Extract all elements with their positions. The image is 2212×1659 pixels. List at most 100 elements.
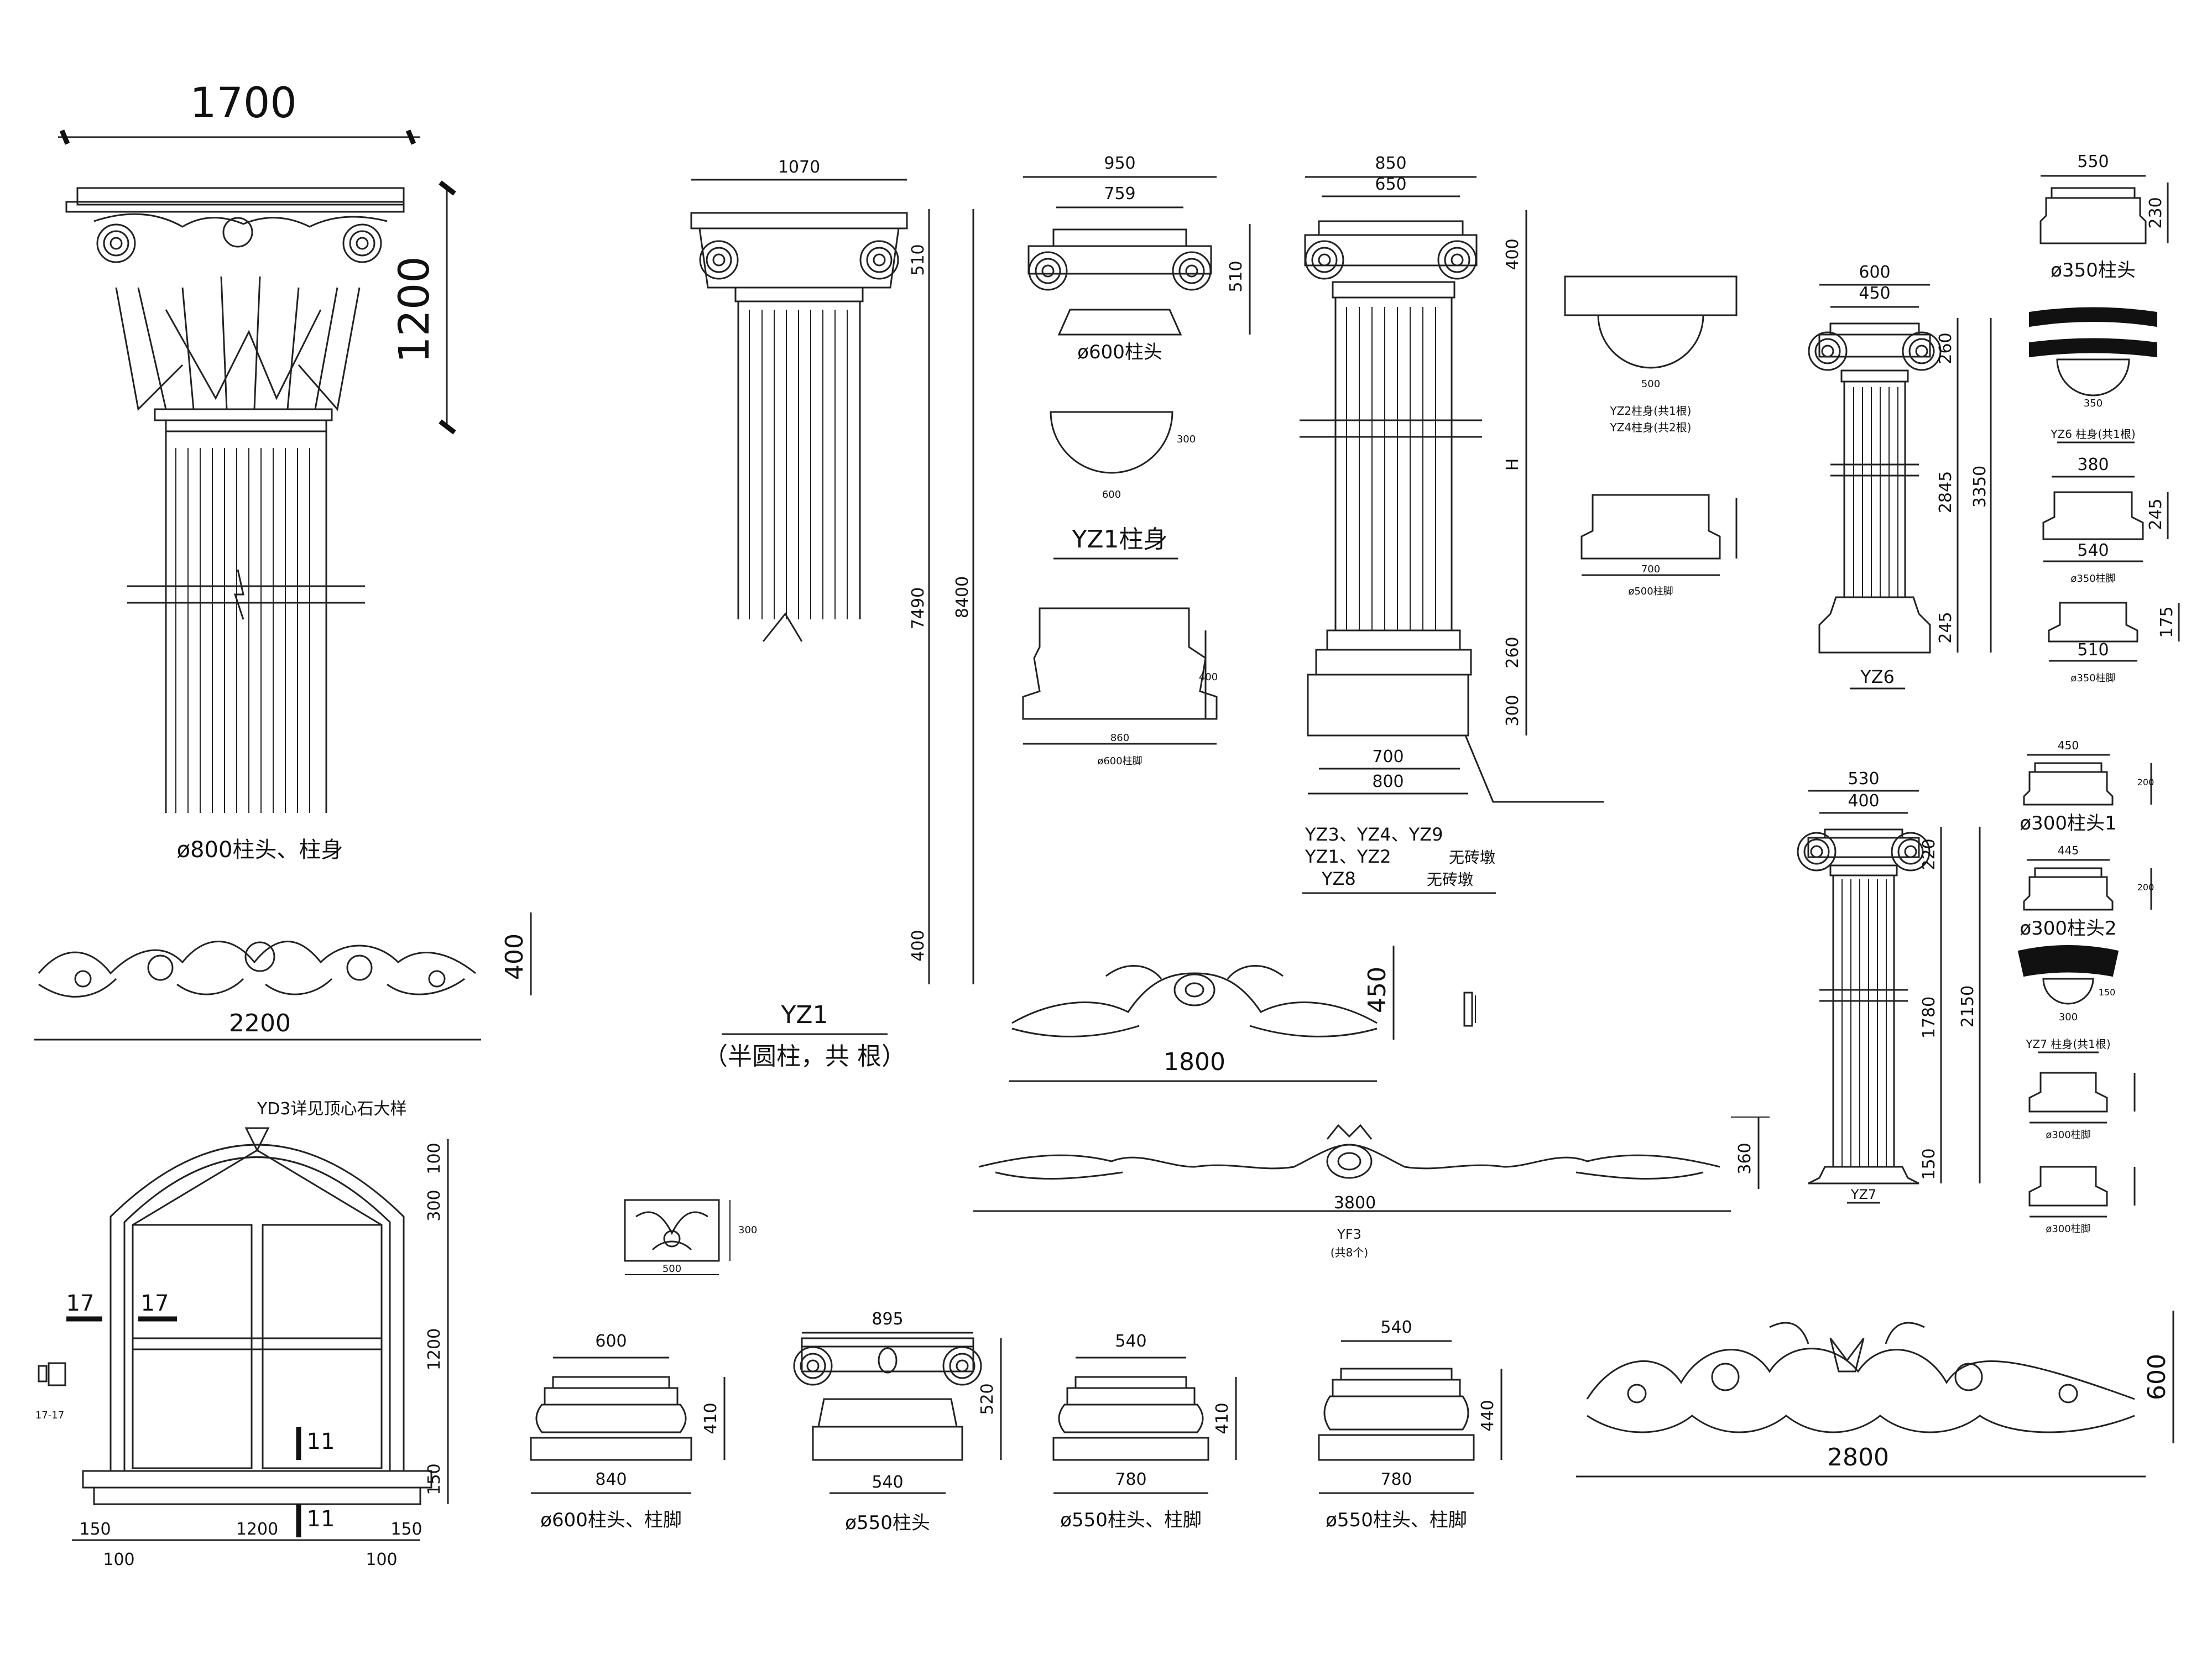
- dim-220: 220: [1919, 838, 1939, 870]
- ornament-2800: 2800 600: [1576, 1311, 2174, 1478]
- dim-540-phi350: 540: [2077, 541, 2109, 560]
- caption-phi350-cap: ø350柱头: [2051, 259, 2136, 281]
- label-yz1-body: YZ1柱身: [1071, 525, 1167, 554]
- arched-window: YD3详见顶心石大样 17 17 11 11 17-17 100 300 120…: [35, 1099, 449, 1569]
- dim-550: 550: [2077, 152, 2109, 171]
- label-yz4-body: YZ4柱身(共2根): [1610, 421, 1692, 434]
- dim-1800: 1800: [1164, 1048, 1225, 1076]
- yz6-column: 600 450 260 2845 3350 245 YZ6: [1808, 263, 1992, 690]
- dim-300-panel: 300: [738, 1224, 757, 1236]
- dim-2800: 2800: [1827, 1443, 1889, 1472]
- caption-phi550-cap-foot-1: ø550柱头、柱脚: [1060, 1509, 1202, 1531]
- dim-300-yz3: 300: [1503, 695, 1522, 726]
- dim-200-b: 200: [2137, 882, 2154, 893]
- phi550-capital: 895 520 540 ø550柱头: [793, 1310, 1002, 1534]
- label-yz1: YZ1: [780, 1001, 828, 1029]
- dim-245-phi350: 245: [2146, 498, 2166, 530]
- dim-H: H: [1503, 458, 1522, 471]
- dim-780-a: 780: [1115, 1470, 1146, 1489]
- label-yz2-body: YZ2柱身(共1根): [1610, 404, 1692, 418]
- caption-phi600-cap-foot: ø600柱头、柱脚: [540, 1509, 682, 1531]
- dim-8400: 8400: [953, 576, 972, 618]
- dim-400-yz3: 400: [1503, 238, 1522, 270]
- dim-510-phi350: 510: [2077, 640, 2109, 660]
- dim-950: 950: [1104, 154, 1135, 173]
- label-yz1-yz2: YZ1、YZ2: [1305, 846, 1391, 867]
- dim-400-ornament: 400: [500, 933, 529, 980]
- dim-520: 520: [978, 1383, 997, 1415]
- dim-260-yz6: 260: [1936, 332, 1955, 364]
- phi300-parts: 450 200 ø300柱头1 445 200 ø300柱头2 300 150 …: [2017, 739, 2154, 1235]
- dim-350-small: 350: [2084, 398, 2103, 409]
- section-11-top: 11: [307, 1429, 335, 1454]
- dim-380: 380: [2077, 455, 2109, 474]
- dim-840: 840: [595, 1470, 627, 1489]
- dim-450-yz6: 450: [1859, 284, 1890, 303]
- caption-phi300-cap-1: ø300柱头1: [2020, 812, 2116, 834]
- dim-150-right: 150: [390, 1520, 422, 1539]
- caption-phi300-foot-1: ø300柱脚: [2046, 1129, 2090, 1141]
- dim-175: 175: [2157, 606, 2177, 638]
- dim-400-yz7: 400: [1848, 791, 1879, 811]
- dim-3350: 3350: [1970, 466, 1990, 508]
- dim-100-window: 100: [425, 1142, 444, 1174]
- caption-phi500-foot: ø500柱脚: [1628, 586, 1673, 597]
- dim-100-left: 100: [103, 1550, 134, 1569]
- yz1-half-column: 1070 510 7490 8400 400 YZ1 （半圆柱，共 根）: [690, 158, 974, 1071]
- dim-600-orn: 600: [2143, 1354, 2171, 1400]
- label-yz3-yz4-yz9: YZ3、YZ4、YZ9: [1305, 824, 1443, 845]
- dim-860: 860: [1110, 732, 1129, 744]
- caption-phi600-foot: ø600柱脚: [1097, 755, 1142, 767]
- dim-510-phi600: 510: [1227, 260, 1246, 292]
- dim-410-b: 410: [1213, 1402, 1232, 1434]
- phi550-cap-foot-1: 540 410 780 ø550柱头、柱脚: [1052, 1332, 1237, 1531]
- dim-100-right: 100: [366, 1550, 397, 1569]
- label-yd3: YD3详见顶心石大样: [257, 1099, 407, 1119]
- dim-2845: 2845: [1936, 471, 1955, 513]
- dim-600-yz6: 600: [1859, 263, 1890, 282]
- dim-895: 895: [872, 1310, 903, 1329]
- detail-mark: [1463, 992, 1476, 1027]
- dim-1200-cap: 1200: [389, 256, 439, 363]
- dim-400-yz1: 400: [909, 930, 928, 961]
- dim-150-small: 150: [2099, 987, 2116, 998]
- dim-260-yz3: 260: [1503, 637, 1522, 668]
- phi350-parts: 550 230 ø350柱头 350 YZ6 柱身(共1根) 380 245 5…: [2029, 152, 2180, 684]
- label-yf3-note: (共8个): [1331, 1246, 1368, 1259]
- dim-245-yz6: 245: [1936, 612, 1955, 643]
- caption-phi350-foot-1: ø350柱脚: [2070, 573, 2115, 585]
- dim-200-a: 200: [2137, 777, 2154, 787]
- dim-150-yz7: 150: [1919, 1148, 1939, 1180]
- caption-phi550-cap-foot-2: ø550柱头、柱脚: [1326, 1509, 1467, 1531]
- dim-700-small: 700: [1641, 564, 1660, 575]
- label-yf3: YF3: [1337, 1227, 1361, 1242]
- dim-1700: 1700: [190, 78, 296, 127]
- dim-759: 759: [1104, 184, 1135, 204]
- dim-700-yz3: 700: [1372, 747, 1404, 766]
- corinthian-column-800: 1700 1200 ø800柱头、柱身: [58, 78, 456, 863]
- caption-phi300-foot-2: ø300柱脚: [2046, 1223, 2090, 1235]
- dim-300-yz7: 300: [2059, 1011, 2078, 1023]
- dim-600-small: 600: [1102, 489, 1121, 500]
- label-yz6: YZ6: [1860, 666, 1895, 687]
- dim-1200-bottom: 1200: [236, 1520, 278, 1539]
- dim-410-a: 410: [701, 1402, 721, 1434]
- dim-3800: 3800: [1334, 1193, 1376, 1213]
- dim-450-phi300: 450: [2058, 739, 2079, 752]
- section-17-right: 17: [141, 1291, 169, 1316]
- dim-800: 800: [1372, 772, 1404, 791]
- label-no-brick-2: 无砖墩: [1427, 870, 1473, 889]
- phi550-cap-foot-2: 540 440 780 ø550柱头、柱脚: [1318, 1318, 1503, 1531]
- label-yz7: YZ7: [1850, 1187, 1876, 1202]
- section-17-left: 17: [66, 1291, 95, 1316]
- dim-450-orn: 450: [1363, 967, 1391, 1013]
- dim-540-cf1: 540: [1115, 1332, 1146, 1351]
- dim-780-b: 780: [1380, 1470, 1412, 1489]
- caption-phi300-cap-2: ø300柱头2: [2020, 917, 2116, 940]
- label-no-brick-1: 无砖墩: [1449, 848, 1495, 867]
- dim-530: 530: [1848, 769, 1879, 789]
- caption-phi600-cap: ø600柱头: [1077, 341, 1162, 363]
- dim-1070: 1070: [778, 158, 820, 177]
- label-yz6-body: YZ6 柱身(共1根): [2050, 427, 2135, 441]
